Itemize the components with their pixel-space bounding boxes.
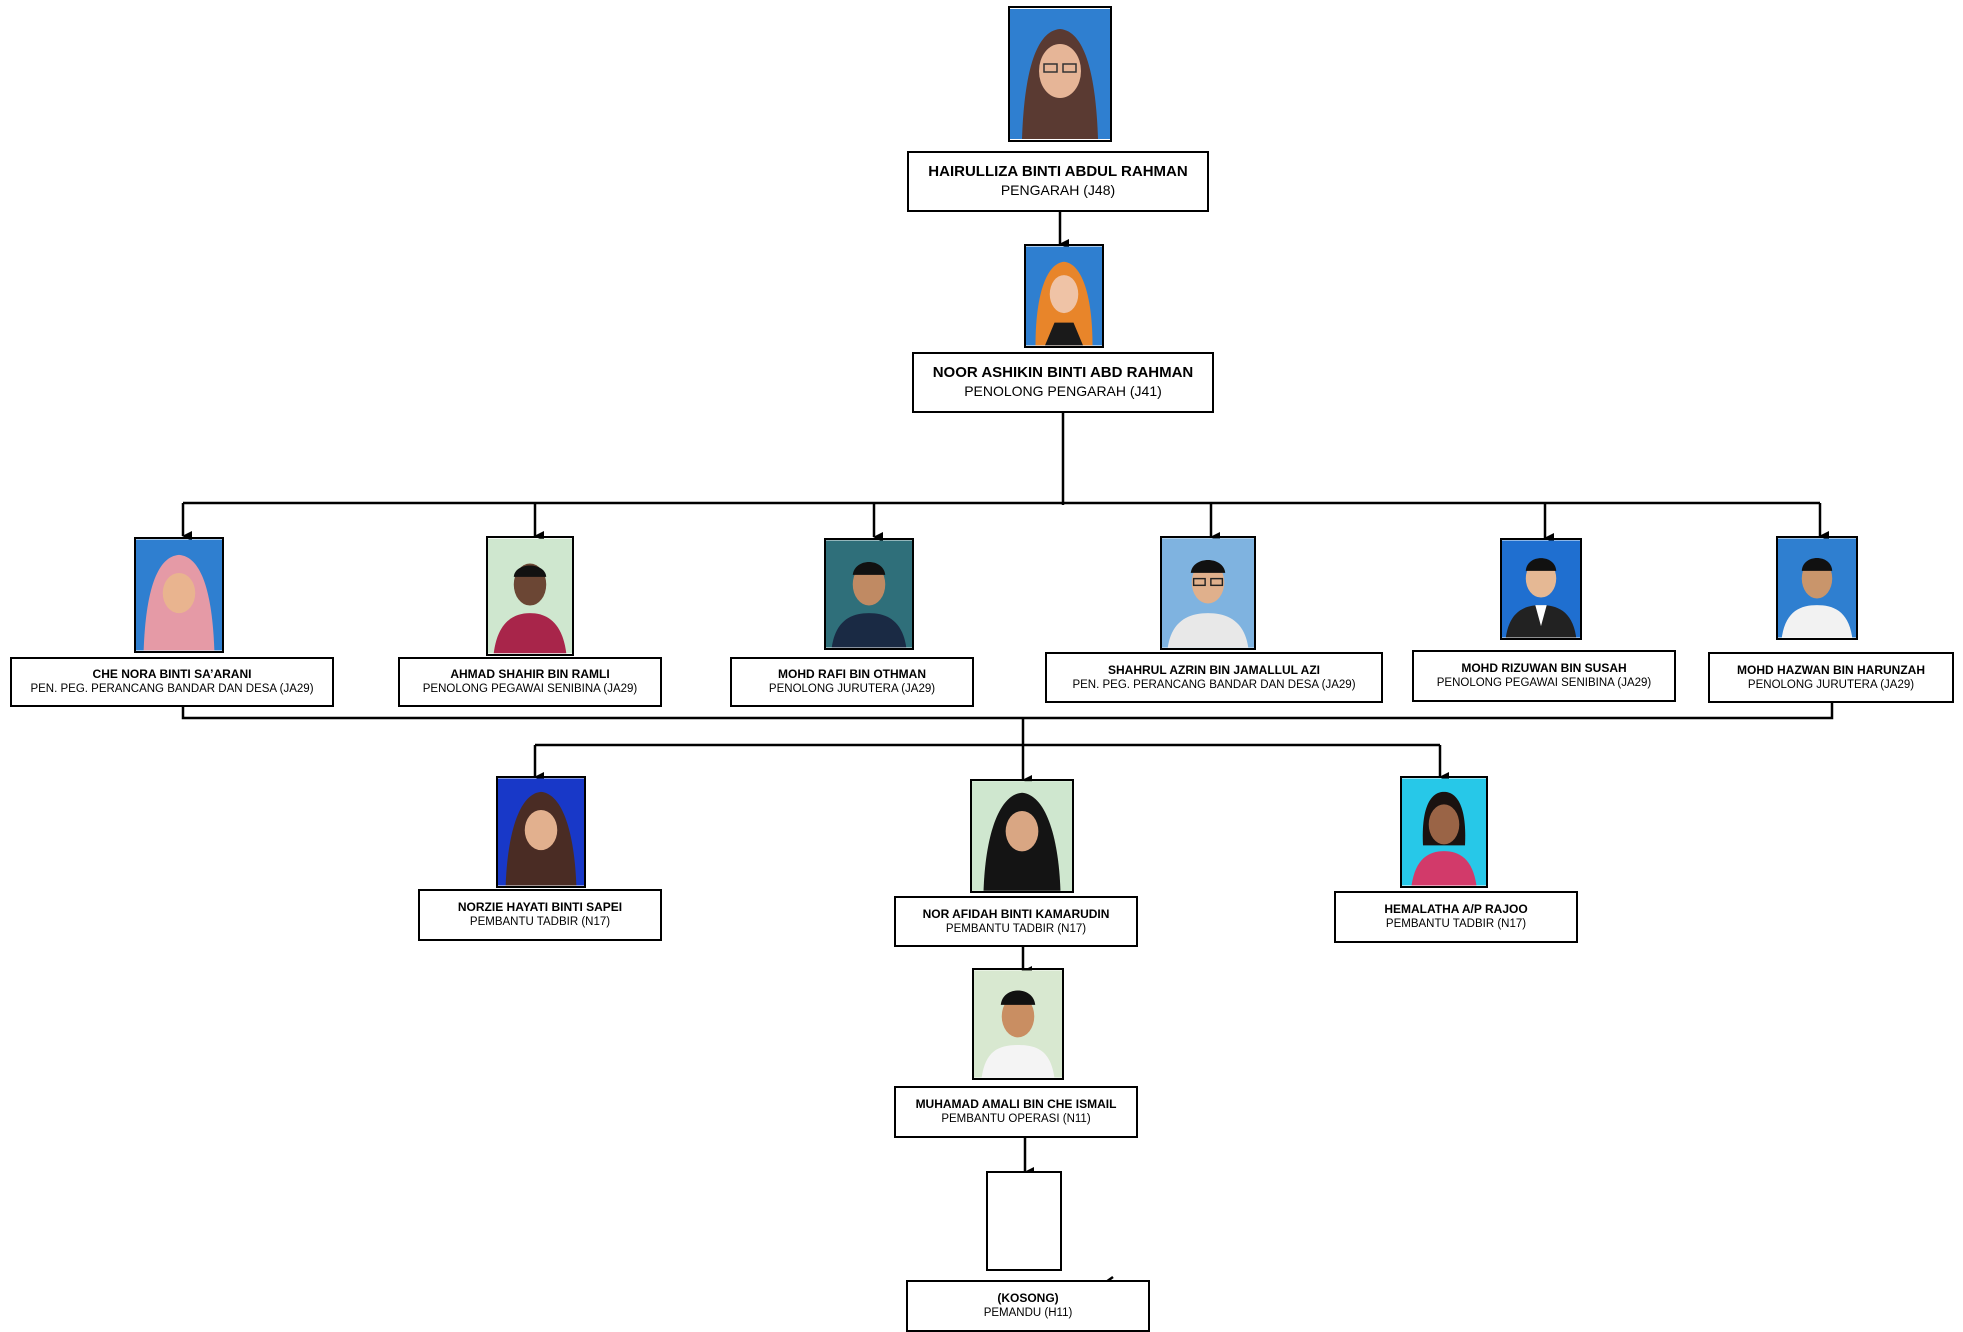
operations-name: MUHAMAD AMALI BIN CHE ISMAIL <box>915 1097 1117 1112</box>
driver-name: (KOSONG) <box>997 1291 1059 1306</box>
admin-card: NOR AFIDAH BINTI KAMARUDIN PEMBANTU TADB… <box>894 896 1138 947</box>
admin-card: NORZIE HAYATI BINTI SAPEI PEMBANTU TADBI… <box>418 889 662 941</box>
portrait-icon <box>136 539 222 651</box>
officer-photo <box>1160 536 1256 650</box>
operations-photo <box>972 968 1064 1080</box>
officer-card: AHMAD SHAHIR BIN RAMLI PENOLONG PEGAWAI … <box>398 657 662 707</box>
portrait-icon <box>1010 9 1110 139</box>
assistant-director-name: NOOR ASHIKIN BINTI ABD RAHMAN <box>932 364 1194 382</box>
officer-card: MOHD RAFI BIN OTHMAN PENOLONG JURUTERA (… <box>730 657 974 707</box>
director-position: PENGARAH (J48) <box>1000 182 1116 199</box>
driver-position: PEMANDU (H11) <box>983 1307 1073 1320</box>
officer-name: MOHD HAZWAN BIN HARUNZAH <box>1737 662 1925 677</box>
officer-position: PENOLONG PEGAWAI SENIBINA (JA29) <box>1436 677 1652 690</box>
operations-position: PEMBANTU OPERASI (N11) <box>941 1113 1091 1126</box>
officer-photo <box>134 537 224 653</box>
officer-photo <box>1500 538 1582 640</box>
admin-photo <box>496 776 586 888</box>
portrait-icon <box>488 538 572 654</box>
assistant-director-card: NOOR ASHIKIN BINTI ABD RAHMAN PENOLONG P… <box>912 352 1214 413</box>
officer-position: PEN. PEG. PERANCANG BANDAR DAN DESA (JA2… <box>30 683 314 696</box>
admin-card: HEMALATHA A/P RAJOO PEMBANTU TADBIR (N17… <box>1334 891 1578 943</box>
admin-position: PEMBANTU TADBIR (N17) <box>1385 918 1527 931</box>
admin-name: NOR AFIDAH BINTI KAMARUDIN <box>922 906 1110 921</box>
officer-position: PENOLONG PEGAWAI SENIBINA (JA29) <box>422 683 638 696</box>
assistant-director-photo <box>1024 244 1104 348</box>
admin-photo <box>1400 776 1488 888</box>
director-card: HAIRULLIZA BINTI ABDUL RAHMAN PENGARAH (… <box>907 151 1209 212</box>
officer-position: PEN. PEG. PERANCANG BANDAR DAN DESA (JA2… <box>1072 678 1356 691</box>
portrait-icon <box>1502 540 1580 638</box>
assistant-director-position: PENOLONG PENGARAH (J41) <box>964 383 1162 400</box>
portrait-icon <box>498 778 584 886</box>
admin-name: NORZIE HAYATI BINTI SAPEI <box>457 900 623 915</box>
admin-position: PEMBANTU TADBIR (N17) <box>469 916 611 929</box>
portrait-icon <box>826 540 912 648</box>
officer-name: AHMAD SHAHIR BIN RAMLI <box>450 667 610 682</box>
portrait-icon <box>1162 538 1254 648</box>
officer-photo <box>824 538 914 650</box>
admin-name: HEMALATHA A/P RAJOO <box>1384 902 1528 917</box>
officer-card: SHAHRUL AZRIN BIN JAMALLUL AZI PEN. PEG.… <box>1045 652 1383 703</box>
director-name: HAIRULLIZA BINTI ABDUL RAHMAN <box>928 163 1188 181</box>
director-photo <box>1008 6 1112 142</box>
admin-position: PEMBANTU TADBIR (N17) <box>945 922 1087 935</box>
portrait-icon <box>1026 246 1102 346</box>
officer-photo <box>486 536 574 656</box>
officer-name: SHAHRUL AZRIN BIN JAMALLUL AZI <box>1108 662 1320 677</box>
officer-position: PENOLONG JURUTERA (JA29) <box>1747 678 1915 691</box>
officer-bottom-bracket <box>181 703 1834 720</box>
operations-card: MUHAMAD AMALI BIN CHE ISMAIL PEMBANTU OP… <box>894 1086 1138 1138</box>
officer-name: MOHD RAFI BIN OTHMAN <box>778 667 926 682</box>
officer-card: MOHD HAZWAN BIN HARUNZAH PENOLONG JURUTE… <box>1708 652 1954 703</box>
officer-name: MOHD RIZUWAN BIN SUSAH <box>1461 661 1627 676</box>
officer-name: CHE NORA BINTI SA’ARANI <box>92 667 252 682</box>
portrait-icon <box>1778 538 1856 638</box>
portrait-icon <box>1402 778 1486 886</box>
officer-card: MOHD RIZUWAN BIN SUSAH PENOLONG PEGAWAI … <box>1412 650 1676 702</box>
officer-position: PENOLONG JURUTERA (JA29) <box>768 683 936 696</box>
admin-photo <box>970 779 1074 893</box>
officer-photo <box>1776 536 1858 640</box>
portrait-icon <box>972 781 1072 891</box>
officer-card: CHE NORA BINTI SA’ARANI PEN. PEG. PERANC… <box>10 657 334 707</box>
portrait-icon <box>974 970 1062 1078</box>
driver-empty-photo <box>986 1171 1062 1271</box>
driver-card: (KOSONG) PEMANDU (H11) <box>906 1280 1150 1332</box>
